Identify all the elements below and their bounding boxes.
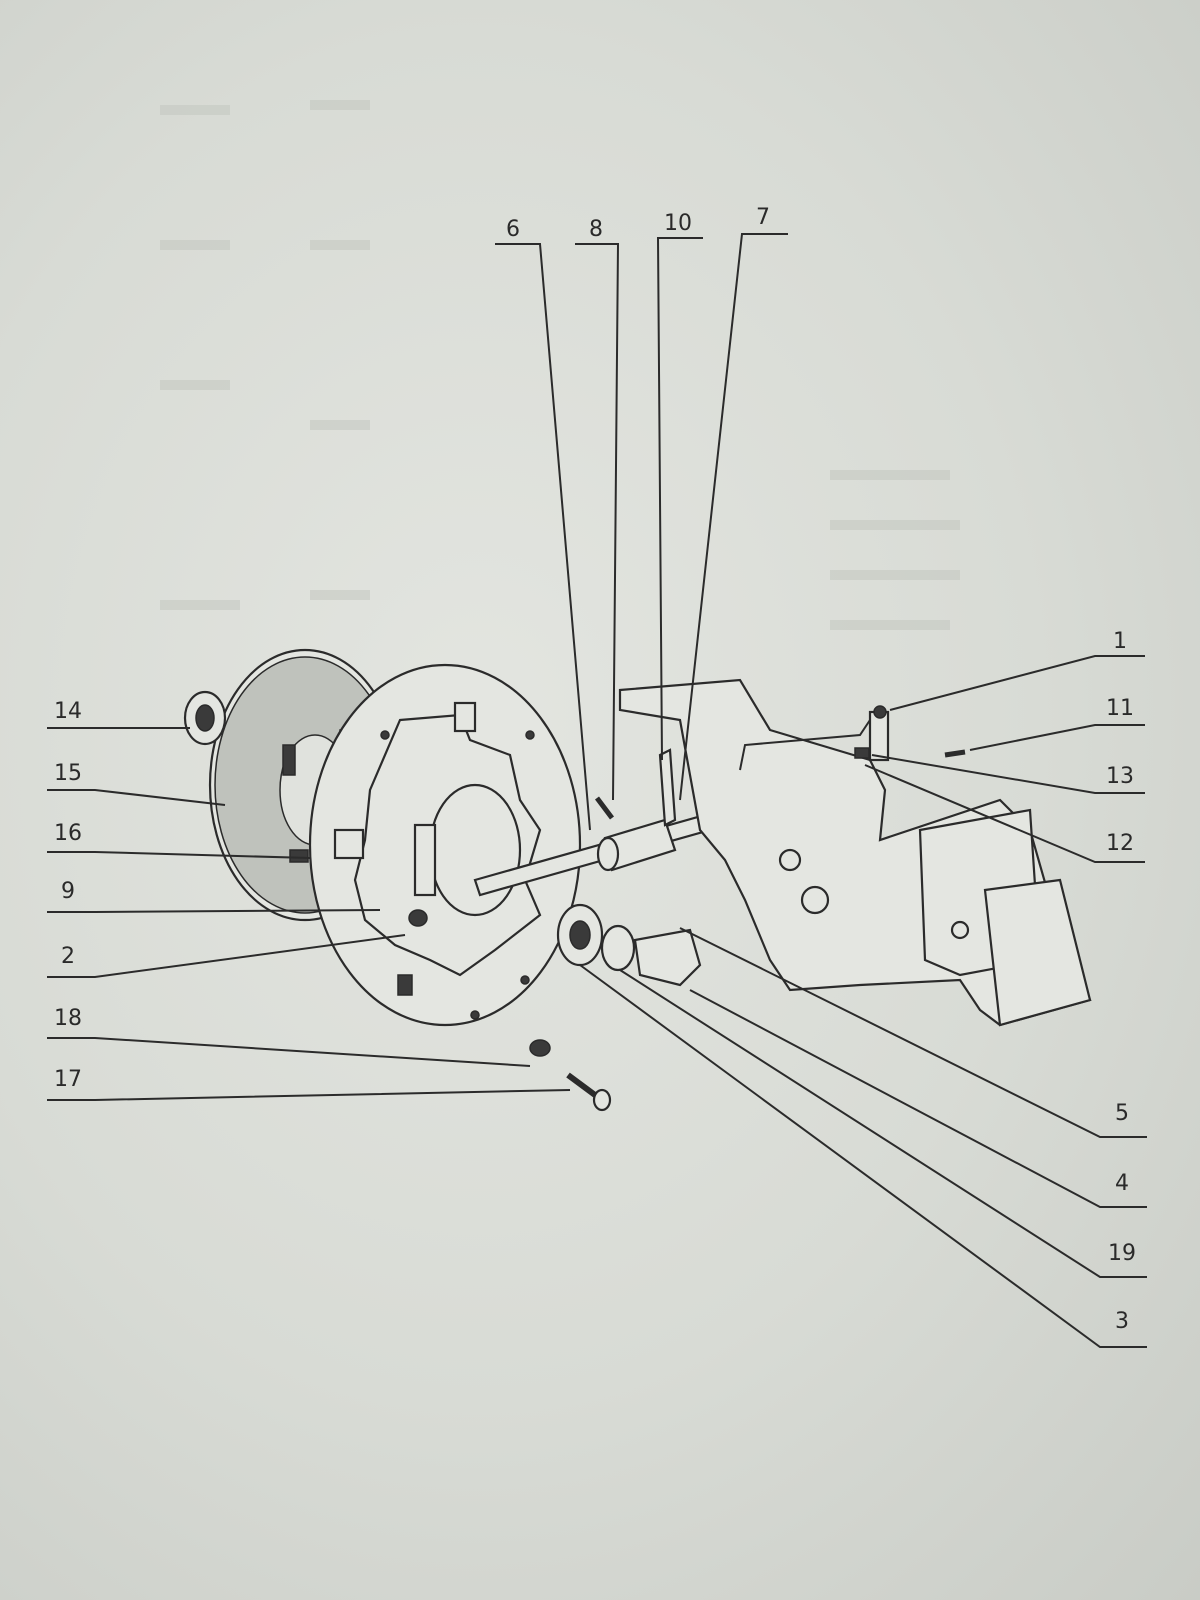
callout-10: 10 — [656, 211, 703, 761]
bolt-and-washer — [529, 1039, 612, 1112]
callout-label: 17 — [54, 1067, 82, 1092]
callout-label: 2 — [61, 944, 75, 969]
callout-label: 19 — [1108, 1241, 1136, 1266]
callout-label: 10 — [664, 211, 692, 236]
callout-label: 18 — [54, 1006, 82, 1031]
callout-12: 12 — [864, 764, 1145, 863]
callout-label: 14 — [54, 699, 82, 724]
pressure-plate — [308, 663, 582, 1027]
callout-label: 13 — [1106, 764, 1134, 789]
callout-4: 4 — [689, 989, 1147, 1208]
bearing-ring — [183, 690, 227, 746]
callout-14: 14 — [47, 699, 190, 729]
callout-label: 9 — [61, 879, 75, 904]
callout-label: 1 — [1113, 629, 1127, 654]
callout-1: 1 — [889, 629, 1145, 711]
callout-label: 11 — [1106, 696, 1134, 721]
callout-11: 11 — [969, 696, 1145, 751]
callout-5: 5 — [679, 927, 1147, 1138]
callout-16: 16 — [47, 821, 311, 859]
release-shaft — [473, 813, 712, 897]
callout-label: 6 — [506, 217, 520, 242]
callout-17: 17 — [47, 1067, 571, 1101]
callout-13: 13 — [871, 754, 1145, 794]
bleed-through-text — [160, 100, 960, 630]
callout-19: 19 — [619, 969, 1147, 1278]
callout-label: 5 — [1115, 1101, 1129, 1126]
callout-label: 8 — [589, 217, 603, 242]
callout-6: 6 — [495, 217, 591, 831]
transmission-housing — [618, 678, 1092, 1027]
callout-7: 7 — [679, 205, 788, 801]
callout-18: 18 — [47, 1006, 531, 1067]
pin — [595, 796, 614, 820]
callout-label: 3 — [1115, 1309, 1129, 1334]
callout-label: 16 — [54, 821, 82, 846]
callout-8: 8 — [575, 217, 620, 801]
callout-3: 3 — [579, 964, 1147, 1348]
release-bearing-parts — [556, 903, 702, 987]
callout-2: 2 — [47, 934, 406, 978]
callout-label: 15 — [54, 761, 82, 786]
callout-label: 4 — [1115, 1171, 1129, 1196]
callout-label: 12 — [1106, 831, 1134, 856]
callout-15: 15 — [47, 761, 226, 806]
callout-9: 9 — [47, 879, 381, 913]
callout-label: 7 — [756, 205, 770, 230]
